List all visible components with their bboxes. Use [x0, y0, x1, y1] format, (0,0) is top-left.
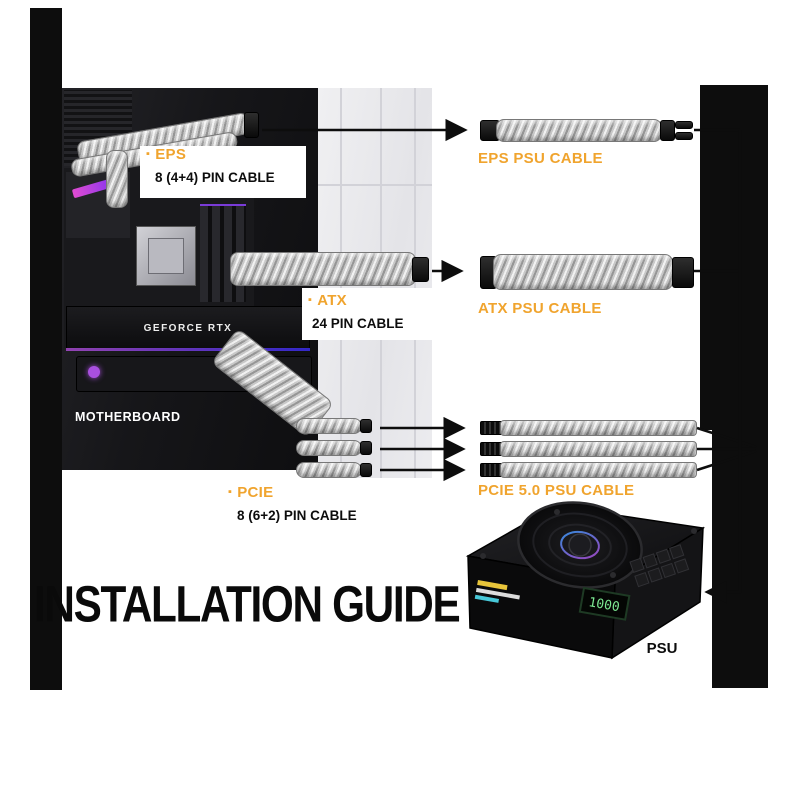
- atx-cable-connector-right: [672, 257, 694, 288]
- pcie-board-connector-3: [360, 463, 372, 477]
- psu-modular-sockets: [629, 544, 690, 588]
- atx-sub-label: 24 PIN CABLE: [312, 316, 404, 331]
- eps-bullet-icon: ▪: [146, 148, 151, 160]
- cpu-die: [148, 238, 184, 274]
- fan-hub: [568, 533, 592, 557]
- psu-screw: [691, 528, 697, 534]
- eps-cable-board-drop: [106, 150, 128, 208]
- psu-spec-sticker: [474, 580, 520, 603]
- pcie-psu-cable-image-3: [480, 462, 697, 478]
- eps-cable-tip-2: [675, 132, 693, 140]
- pcie-cable-sleeve-1: [500, 420, 697, 436]
- atx-cable-sleeve: [493, 254, 673, 290]
- gpu-brand-text: GEFORCE RTX: [143, 322, 233, 334]
- fan-rgb-ring: [560, 530, 600, 560]
- atx-board-connector: [412, 257, 429, 282]
- atx-bullet-icon: ▪: [308, 294, 313, 306]
- atx-psu-cable-label: ATX PSU CABLE: [478, 300, 602, 317]
- eps-psu-cable-label: EPS PSU CABLE: [478, 150, 603, 167]
- psu-led-display: 1000: [578, 586, 631, 621]
- atx-psu-cable-image: [480, 253, 694, 292]
- psu-screw: [610, 572, 616, 578]
- eps-label-patch: [140, 146, 306, 198]
- psu-label: PSU: [646, 640, 678, 657]
- psu-box: 1000: [465, 501, 706, 660]
- left-frame-bar: [30, 8, 62, 690]
- psu-screw: [480, 553, 486, 559]
- pcie-cable-sleeve-3: [500, 462, 697, 478]
- page-title: INSTALLATION GUIDE: [34, 575, 461, 633]
- pcie-psu-cable-image-1: [480, 420, 697, 436]
- psu-screw: [554, 509, 560, 515]
- pcie-psu-cable-label: PCIE 5.0 PSU CABLE: [478, 482, 635, 499]
- atx-label: ▪ATX: [308, 292, 347, 309]
- pcie-board-connector-2: [360, 441, 372, 455]
- eps-cable-connector-right: [660, 120, 675, 141]
- psu-fan: [517, 501, 643, 589]
- gpu-rgb-glow: [66, 348, 310, 351]
- atx-label-patch: [302, 288, 432, 340]
- motherboard-label: MOTHERBOARD: [75, 410, 181, 424]
- pcie-cable-sleeve-2: [500, 441, 697, 457]
- pcie-board-connector-1: [360, 419, 372, 433]
- pcie-psu-cable-image-2: [480, 441, 697, 457]
- eps-psu-cable-image: [480, 117, 694, 144]
- panel-line: [318, 184, 432, 186]
- eps-label: ▪EPS: [146, 146, 187, 163]
- atx-cable-board: [230, 252, 416, 286]
- pcie-sub-label: 8 (6+2) PIN CABLE: [237, 508, 357, 523]
- eps-sub-label: 8 (4+4) PIN CABLE: [155, 170, 275, 185]
- panel-line: [414, 88, 416, 478]
- psu-wattage-readout: 1000: [587, 595, 620, 615]
- pcie-label: ▪PCIE: [228, 484, 274, 501]
- pcie-bullet-icon: ▪: [228, 486, 233, 498]
- eps-cable-tip-1: [675, 121, 693, 129]
- gpu: GEFORCE RTX: [66, 306, 310, 350]
- eps-board-connector: [244, 112, 259, 138]
- rog-logo-dot: [88, 366, 100, 378]
